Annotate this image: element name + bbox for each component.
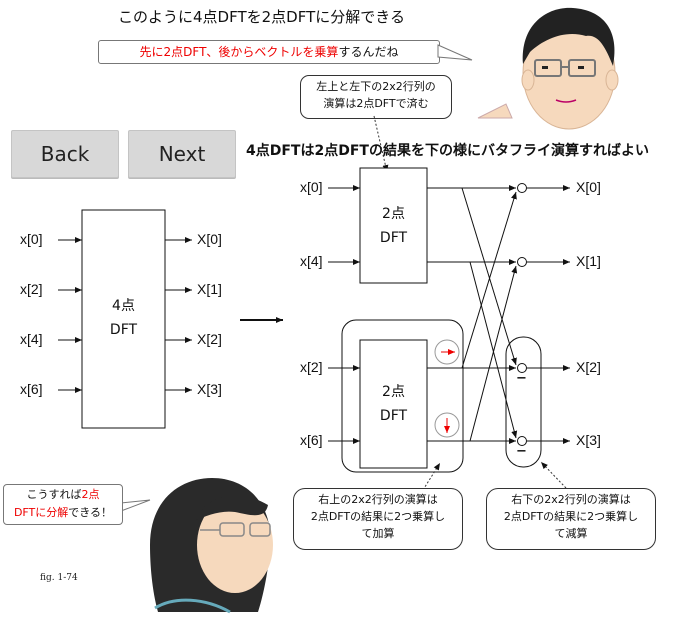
left-input-2: x[4] [20,331,43,347]
callout-br-pointer [540,461,567,489]
figure-label: fig. 1-74 [40,573,78,583]
dft4-label-line1: 4点 [112,298,135,314]
dft2-bottom-label: 2点 DFT [360,380,427,428]
callout-bl-line1: 右上の2x2行列の演算は [318,493,438,506]
callout-br-line2: 2点DFTの結果に2つ乗算し [503,510,639,523]
dft2-bottom-label-line1: 2点 [382,384,405,400]
right-output-2: X[2] [576,359,601,375]
highlight-bottom-left [341,319,464,473]
left-input-3: x[6] [20,381,43,397]
speech-bottom-red-b: DFTに分解 [13,506,69,519]
speech-top-text: するんだね [338,45,399,59]
left-input-1: x[2] [20,281,43,297]
left-output-2: X[2] [197,331,222,347]
callout-top: 左上と左下の2x2行列の 演算は2点DFTで済む [300,75,452,119]
callout-bottom-left: 右上の2x2行列の演算は 2点DFTの結果に2つ乗算し て加算 [293,488,463,550]
dft4-box [81,209,166,429]
speech-bottom-line2: DFTに分解できる！ [4,504,122,522]
speech-bottom-text-b: できる！ [68,506,113,519]
dft4-label-line2: DFT [109,322,138,338]
left-output-3: X[3] [197,381,222,397]
twiddle-multipliers [434,339,460,438]
butterfly-lines [427,185,570,444]
dft4-label: 4点 DFT [82,294,165,342]
callout-top-line2: 演算は2点DFTで済む [323,97,429,110]
right-input-2: x[2] [300,359,323,375]
callout-bl-line3: て加算 [361,527,395,540]
dft2-top-label-line2: DFT [379,230,408,246]
callout-bl-pointer [422,462,441,491]
dft2-bottom-label-line2: DFT [379,408,408,424]
next-button[interactable]: Next [128,130,236,178]
right-output-1: X[1] [576,253,601,269]
speech-bubble-bottom: こうすれば2点 DFTに分解できる！ [3,484,123,525]
speech-top-tail [437,44,473,61]
minus-sign-x2: − [516,371,527,386]
man-avatar [477,7,619,130]
left-output-0: X[0] [197,231,222,247]
diagram-subtitle: 4点DFTは2点DFTの結果を下の様にバタフライ演算すればよい [246,143,649,159]
speech-bottom-line1: こうすれば2点 [4,486,122,504]
minus-sign-x3: − [516,444,527,459]
speech-bottom-tail [120,499,151,512]
callout-top-line1: 左上と左下の2x2行列の [316,80,436,93]
page-title: このように4点DFTを2点DFTに分解できる [118,8,405,26]
adder-nodes [517,183,527,446]
right-input-arrows [328,185,360,444]
right-input-1: x[4] [300,253,323,269]
right-output-3: X[3] [576,432,601,448]
right-input-3: x[6] [300,432,323,448]
back-button[interactable]: Back [11,130,119,178]
speech-bottom-text-a: こうすれば [26,488,82,501]
callout-top-pointer [373,115,389,173]
dft2-top-box [359,167,428,284]
callout-br-line1: 右下の2x2行列の演算は [511,493,631,506]
left-arrows [58,237,192,393]
dft2-top-label-line1: 2点 [382,206,405,222]
woman-avatar [150,478,273,614]
dft2-top-label: 2点 DFT [360,202,427,250]
callout-bl-line2: 2点DFTの結果に2つ乗算し [310,510,446,523]
callout-bottom-right: 右下の2x2行列の演算は 2点DFTの結果に2つ乗算し て減算 [486,488,656,550]
dft2-bottom-box [359,339,428,469]
speech-top-red-text: 先に2点DFT、後からベクトルを乗算 [139,45,339,59]
right-input-0: x[0] [300,179,323,195]
speech-bottom-red-a: 2点 [81,488,100,501]
right-output-0: X[0] [576,179,601,195]
callout-br-line3: て減算 [554,527,588,540]
left-input-0: x[0] [20,231,43,247]
left-output-1: X[1] [197,281,222,297]
highlight-bottom-right [505,336,542,468]
